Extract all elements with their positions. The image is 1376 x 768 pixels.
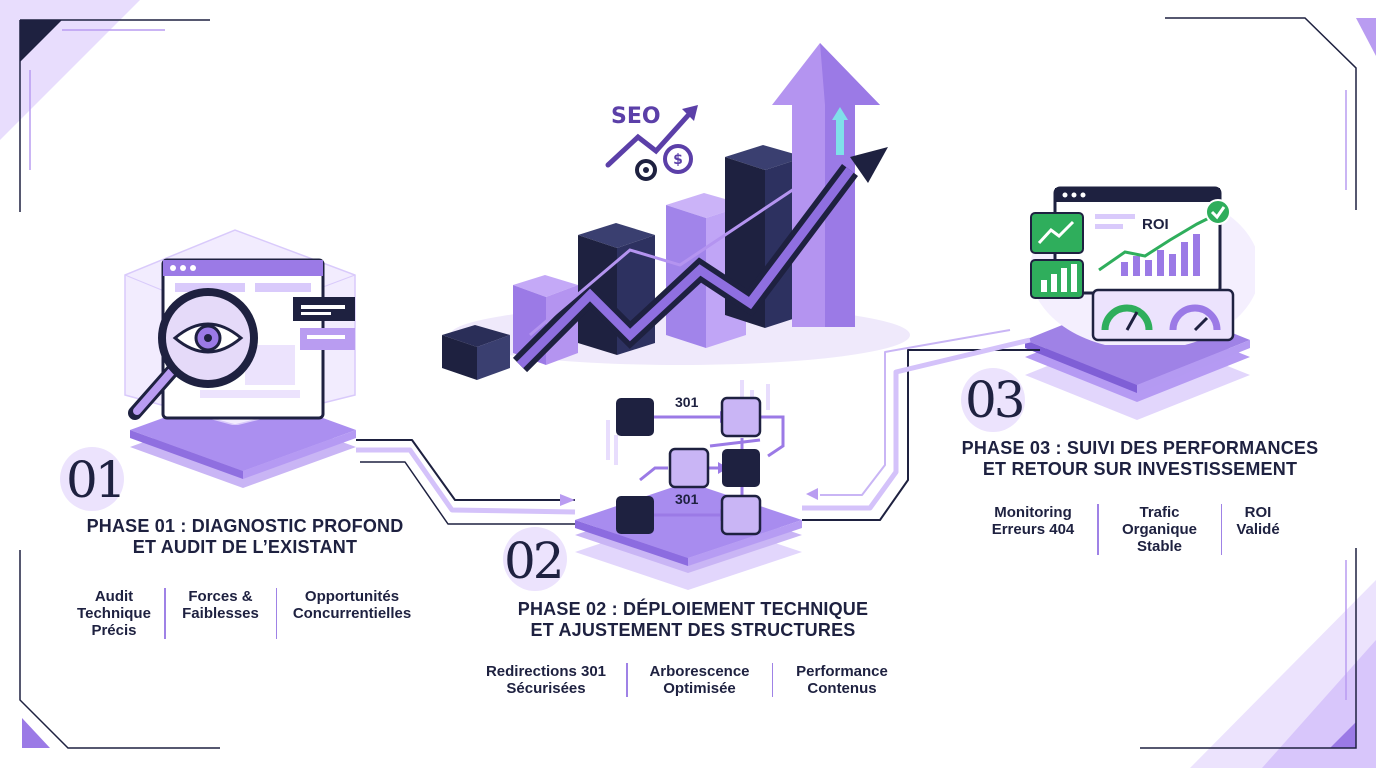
divider [626,663,628,697]
phase1-number-badge [60,447,124,511]
phase3-number-badge [961,368,1025,432]
roi-dashboard-icon [1030,186,1255,345]
phase2-items: Redirections 301 Sécurisées Arborescence… [466,663,911,697]
redirect-label-top: 301 [675,394,699,410]
phase2-title-line1: PHASE 02 : DÉPLOIEMENT TECHNIQUE [517,599,869,619]
phase2-item-arborescence: Arborescence Optimisée [649,663,750,697]
phase2-title-line2: ET AJUSTEMENT DES STRUCTURES [530,620,856,640]
divider [771,663,773,697]
phase3-title: PHASE 03 : SUIVI DES PERFORMANCES ET RET… [925,438,1355,480]
phase3-title-line1: PHASE 03 : SUIVI DES PERFORMANCES [961,438,1319,458]
seo-gear-icon: $ [605,105,698,181]
phase3-item-monitoring: Monitoring Erreurs 404 [991,504,1075,538]
redirect-label-bottom: 301 [675,491,699,507]
phase1-item-opportunites: Opportunités Concurrentielles [292,588,412,622]
phase2-number: 02 [504,532,565,590]
growth-chart-arrow-icon: $ [442,43,910,380]
divider [275,588,277,639]
phase1-title-line1: PHASE 01 : DIAGNOSTIC PROFOND [86,516,404,536]
dashboard-roi-label: ROI [1142,216,1169,233]
phase1-item-audit: Audit Technique Précis [77,588,151,639]
phase3-items: Monitoring Erreurs 404 Trafic Organique … [969,504,1294,555]
phase2-item-redirections: Redirections 301 Sécurisées [485,663,607,697]
seo-label: SEO [611,104,661,129]
phase1-number: 01 [66,451,127,509]
redirect-flow-icon [606,380,785,536]
phase2-number-badge [503,527,567,591]
phase1-items: Audit Technique Précis Forces & Faibless… [64,588,427,639]
divider [1220,504,1222,555]
phase3-item-roi: ROI Validé [1236,504,1280,538]
phase1-title: PHASE 01 : DIAGNOSTIC PROFOND ET AUDIT D… [50,516,440,558]
phase1-item-forces: Forces & Faiblesses [182,588,259,622]
phase1-title-line2: ET AUDIT DE L’EXISTANT [132,537,358,557]
phase3-title-line2: ET RETOUR SUR INVESTISSEMENT [982,459,1298,479]
divider [1097,504,1099,555]
phase3-item-trafic: Trafic Organique Stable [1121,504,1197,555]
phase2-item-performance: Performance Contenus [796,663,888,697]
phase3-number: 03 [965,371,1026,429]
svg-text:$: $ [673,152,683,168]
magnifier-eye-audit-icon [124,229,356,425]
phase2-title: PHASE 02 : DÉPLOIEMENT TECHNIQUE ET AJUS… [478,599,908,641]
divider [164,588,166,639]
